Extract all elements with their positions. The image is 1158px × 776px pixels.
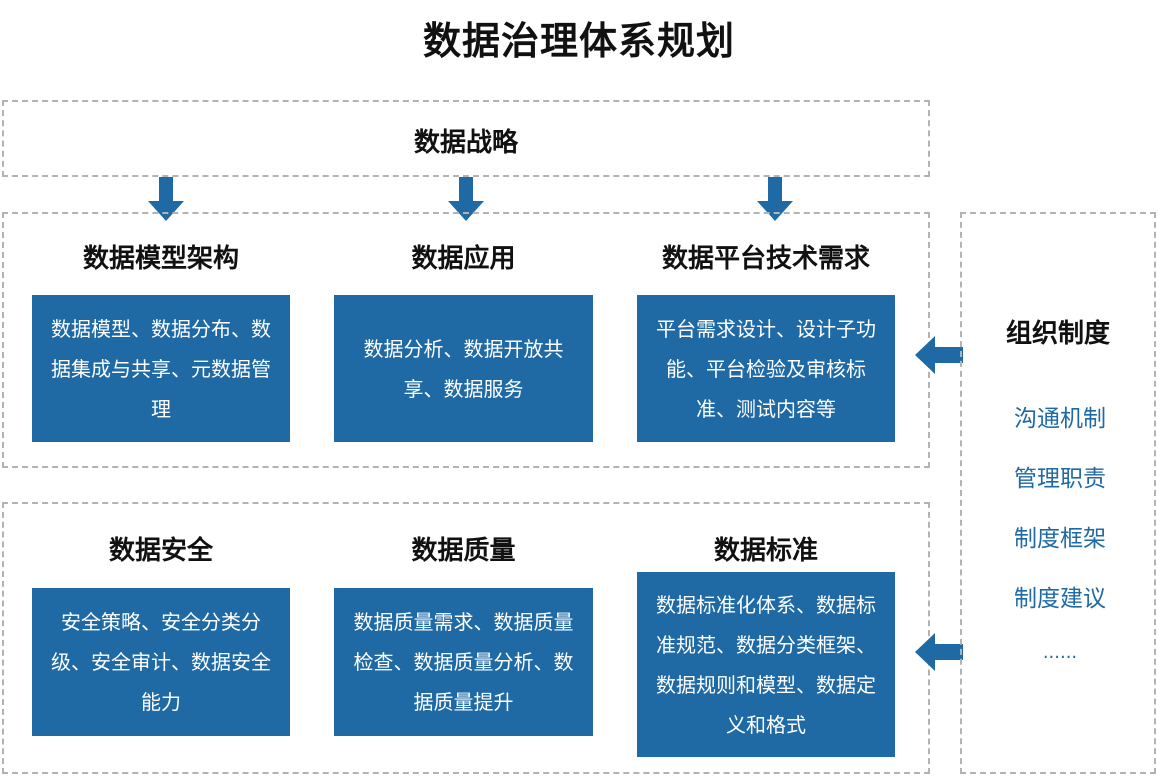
arrow-down-icon (448, 177, 484, 221)
heading-data-standard: 数据标准 (713, 536, 818, 566)
card-data-standard: 数据标准化体系、数据标准规范、数据分类框架、数据规则和模型、数据定义和格式 (637, 572, 895, 757)
org-item-communication: 沟通机制 (1014, 406, 1106, 432)
card-text: 安全策略、安全分类分级、安全审计、数据安全能力 (51, 610, 271, 714)
organization-box (960, 212, 1156, 774)
strategy-box: 数据战略 (2, 100, 930, 177)
row1-box (2, 212, 930, 468)
card-data-model-architecture: 数据模型、数据分布、数据集成与共享、元数据管理 (32, 295, 290, 442)
arrow-down-icon (757, 177, 793, 221)
card-text: 数据模型、数据分布、数据集成与共享、元数据管理 (51, 316, 271, 421)
heading-data-model-architecture: 数据模型架构 (82, 244, 239, 274)
page-title: 数据治理体系规划 (422, 19, 735, 63)
card-data-application: 数据分析、数据开放共享、数据服务 (334, 295, 593, 442)
heading-data-application: 数据应用 (411, 244, 516, 274)
heading-data-security: 数据安全 (108, 536, 213, 566)
org-item-more: ...... (1042, 642, 1078, 663)
heading-data-quality: 数据质量 (411, 536, 516, 566)
card-text: 数据分析、数据开放共享、数据服务 (363, 336, 564, 401)
arrow-left-icon (915, 633, 963, 671)
arrow-left-icon (915, 336, 963, 374)
card-text: 平台需求设计、设计子功能、平台检验及审核标准、测试内容等 (656, 316, 876, 421)
row2-box (2, 502, 930, 774)
card-platform-requirements: 平台需求设计、设计子功能、平台检验及审核标准、测试内容等 (637, 295, 895, 442)
org-item-suggestions: 制度建议 (1014, 586, 1106, 612)
card-text: 数据质量需求、数据质量检查、数据质量分析、数据质量提升 (353, 610, 574, 714)
heading-platform-requirements: 数据平台技术需求 (661, 244, 870, 274)
org-item-framework: 制度框架 (1014, 526, 1106, 552)
card-data-security: 安全策略、安全分类分级、安全审计、数据安全能力 (32, 588, 290, 736)
org-item-responsibility: 管理职责 (1014, 466, 1106, 492)
arrow-down-icon (148, 177, 184, 221)
strategy-label: 数据战略 (413, 128, 518, 158)
card-text: 数据标准化体系、数据标准规范、数据分类框架、数据规则和模型、数据定义和格式 (656, 592, 876, 737)
organization-heading: 组织制度 (1005, 319, 1110, 349)
card-data-quality: 数据质量需求、数据质量检查、数据质量分析、数据质量提升 (334, 588, 593, 736)
